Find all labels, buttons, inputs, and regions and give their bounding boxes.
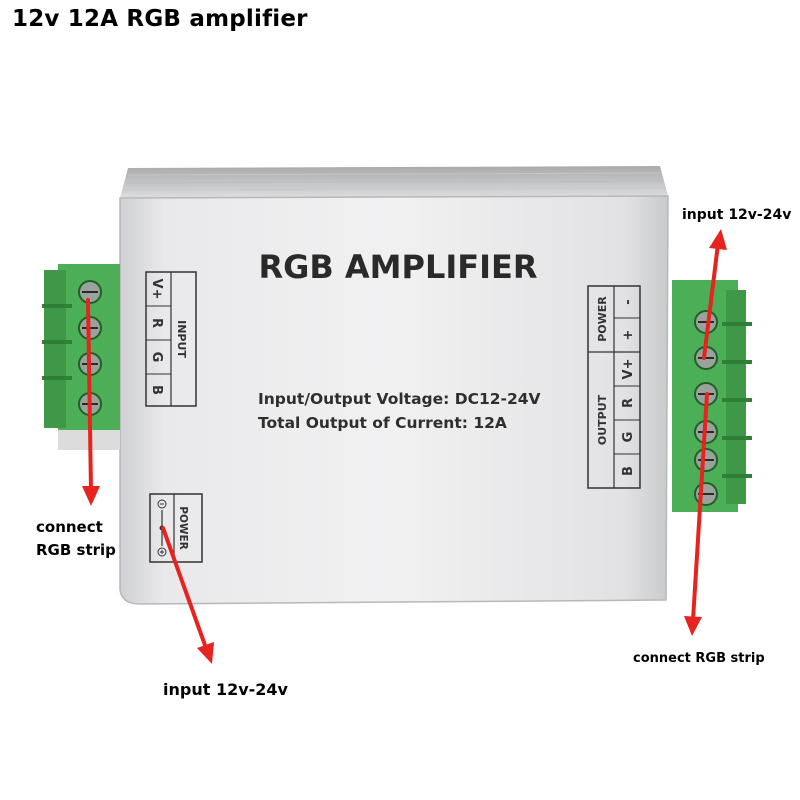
input-label-box: INPUT V+ R G B xyxy=(145,271,197,407)
arrow-power-input xyxy=(161,526,214,664)
left-terminal-block xyxy=(42,264,120,450)
callout-connect-strip-right: connect RGB strip xyxy=(633,651,765,666)
amplifier-case xyxy=(119,195,669,605)
device-heading: RGB AMPLIFIER xyxy=(258,248,537,286)
output-pin-r: R xyxy=(621,398,636,408)
case-top xyxy=(120,166,668,198)
arrow-left-down xyxy=(82,298,100,506)
arrow-right-down xyxy=(684,392,709,636)
input-pin-b: B xyxy=(149,385,164,395)
arrow-right-up xyxy=(702,229,727,360)
input-pin-vplus: V+ xyxy=(149,279,164,300)
input-label: INPUT xyxy=(175,320,188,358)
callout-connect-strip-left: connect RGB strip xyxy=(36,516,116,562)
spec-current: Total Output of Current: 12A xyxy=(258,414,507,432)
spec-voltage: Input/Output Voltage: DC12-24V xyxy=(258,390,541,408)
callout-left-line1: connect xyxy=(36,518,103,536)
callout-input-bottom: input 12v-24v xyxy=(163,680,288,699)
power-pin-minus: - xyxy=(621,299,636,304)
callout-left-line2: RGB strip xyxy=(36,541,116,559)
output-label-box: POWER OUTPUT + - V+ R G B xyxy=(587,285,641,489)
power-pin-plus: + xyxy=(621,330,636,341)
right-terminal-block xyxy=(672,280,752,512)
input-pin-g: G xyxy=(149,352,164,363)
output-pin-b: B xyxy=(621,466,636,476)
output-pin-g: G xyxy=(621,432,636,443)
page-title: 12v 12A RGB amplifier xyxy=(12,6,308,32)
power-label: POWER xyxy=(596,296,609,342)
output-label: OUTPUT xyxy=(596,394,609,445)
output-pin-vplus: V+ xyxy=(621,359,636,380)
callout-input-right: input 12v-24v xyxy=(682,207,792,223)
power-input-label: POWER xyxy=(177,506,189,549)
input-pin-r: R xyxy=(149,318,164,328)
